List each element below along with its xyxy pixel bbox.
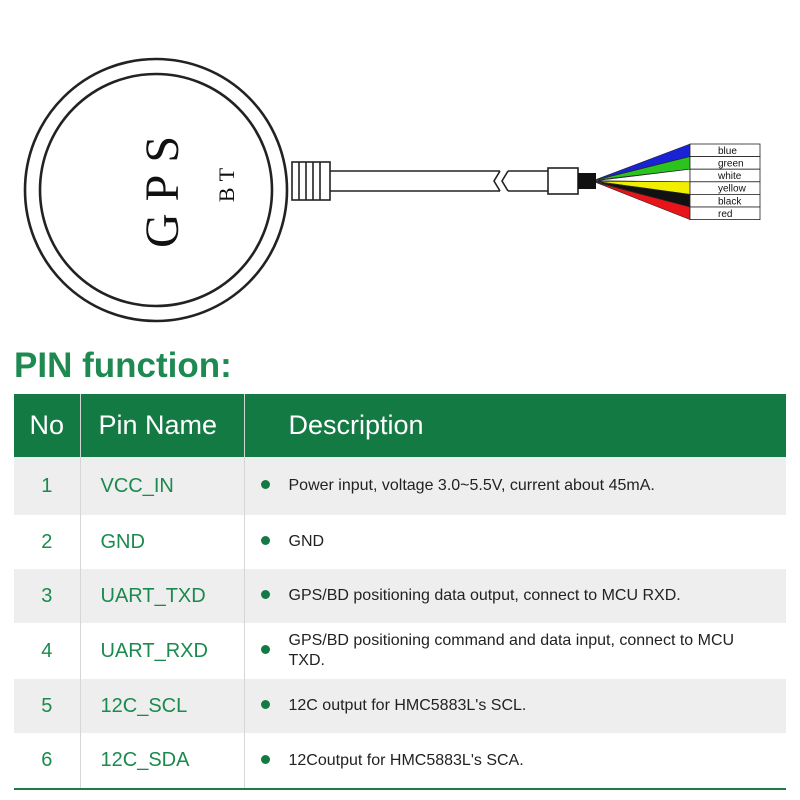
wire-label: red bbox=[718, 209, 732, 220]
header-description: Description bbox=[243, 394, 786, 457]
table-row: 3 UART_TXD GPS/BD positioning data outpu… bbox=[14, 569, 786, 623]
pin-description: 12C output for HMC5883L's SCL. bbox=[288, 697, 527, 714]
pin-description-cell: 12C output for HMC5883L's SCL. bbox=[243, 679, 786, 733]
pin-number: 4 bbox=[14, 623, 80, 679]
pin-description-cell: GND bbox=[243, 515, 786, 569]
table-header-row: No Pin Name Description bbox=[14, 394, 786, 457]
wire-label: green bbox=[718, 159, 744, 170]
pin-number: 1 bbox=[14, 457, 80, 515]
pin-description-cell: GPS/BD positioning command and data inpu… bbox=[243, 623, 786, 679]
pin-description: GND bbox=[288, 533, 325, 550]
pin-description: GPS/BD positioning data output, connect … bbox=[288, 587, 681, 604]
module-label-gps: GPS bbox=[136, 124, 189, 248]
bullet-icon bbox=[260, 645, 270, 654]
pin-name: UART_RXD bbox=[79, 623, 244, 679]
wire-label: yellow bbox=[718, 184, 747, 195]
table-row: 2 GND GND bbox=[14, 515, 786, 569]
pin-number: 2 bbox=[14, 515, 80, 569]
wire-label: white bbox=[717, 171, 742, 182]
cable-boot bbox=[291, 161, 331, 201]
pin-description-cell: 12Coutput for HMC5883L's SCA. bbox=[243, 733, 786, 789]
module-label-bt: BT bbox=[214, 162, 239, 202]
wire-label: blue bbox=[718, 146, 737, 157]
pin-description: GPS/BD positioning command and data inpu… bbox=[288, 632, 735, 669]
table-row: 1 VCC_IN Power input, voltage 3.0~5.5V, … bbox=[14, 457, 786, 515]
heat-shrink bbox=[547, 167, 579, 195]
bullet-icon bbox=[260, 480, 270, 489]
pin-description: 12Coutput for HMC5883L's SCA. bbox=[288, 751, 524, 769]
section-title: PIN function: bbox=[14, 346, 232, 385]
bullet-icon bbox=[260, 536, 270, 545]
pin-name: 12C_SDA bbox=[79, 733, 244, 789]
wire-label-box bbox=[689, 206, 761, 221]
bullet-icon bbox=[260, 590, 270, 599]
header-no: No bbox=[14, 394, 80, 457]
pin-description-cell: GPS/BD positioning data output, connect … bbox=[243, 569, 786, 623]
pin-name: GND bbox=[79, 515, 244, 569]
cable bbox=[330, 170, 548, 192]
pin-number: 6 bbox=[14, 733, 80, 789]
bullet-icon bbox=[260, 754, 270, 764]
pin-number: 5 bbox=[14, 679, 80, 733]
table-row: 5 12C_SCL 12C output for HMC5883L's SCL. bbox=[14, 679, 786, 733]
cable-end bbox=[578, 173, 596, 189]
pin-name: UART_TXD bbox=[79, 569, 244, 623]
pin-table: No Pin Name Description 1 VCC_IN Power i… bbox=[14, 394, 786, 790]
wire-label: black bbox=[718, 196, 742, 207]
pin-description-cell: Power input, voltage 3.0~5.5V, current a… bbox=[243, 457, 786, 515]
table-row: 4 UART_RXD GPS/BD positioning command an… bbox=[14, 623, 786, 679]
pin-number: 3 bbox=[14, 569, 80, 623]
bullet-icon bbox=[260, 700, 270, 709]
pin-name: VCC_IN bbox=[79, 457, 244, 515]
table-row: 6 12C_SDA 12Coutput for HMC5883L's SCA. bbox=[14, 733, 786, 789]
module-inner-ring bbox=[38, 72, 274, 308]
pin-name: 12C_SCL bbox=[79, 679, 244, 733]
header-pin-name: Pin Name bbox=[79, 394, 244, 457]
pin-description: Power input, voltage 3.0~5.5V, current a… bbox=[288, 477, 655, 494]
